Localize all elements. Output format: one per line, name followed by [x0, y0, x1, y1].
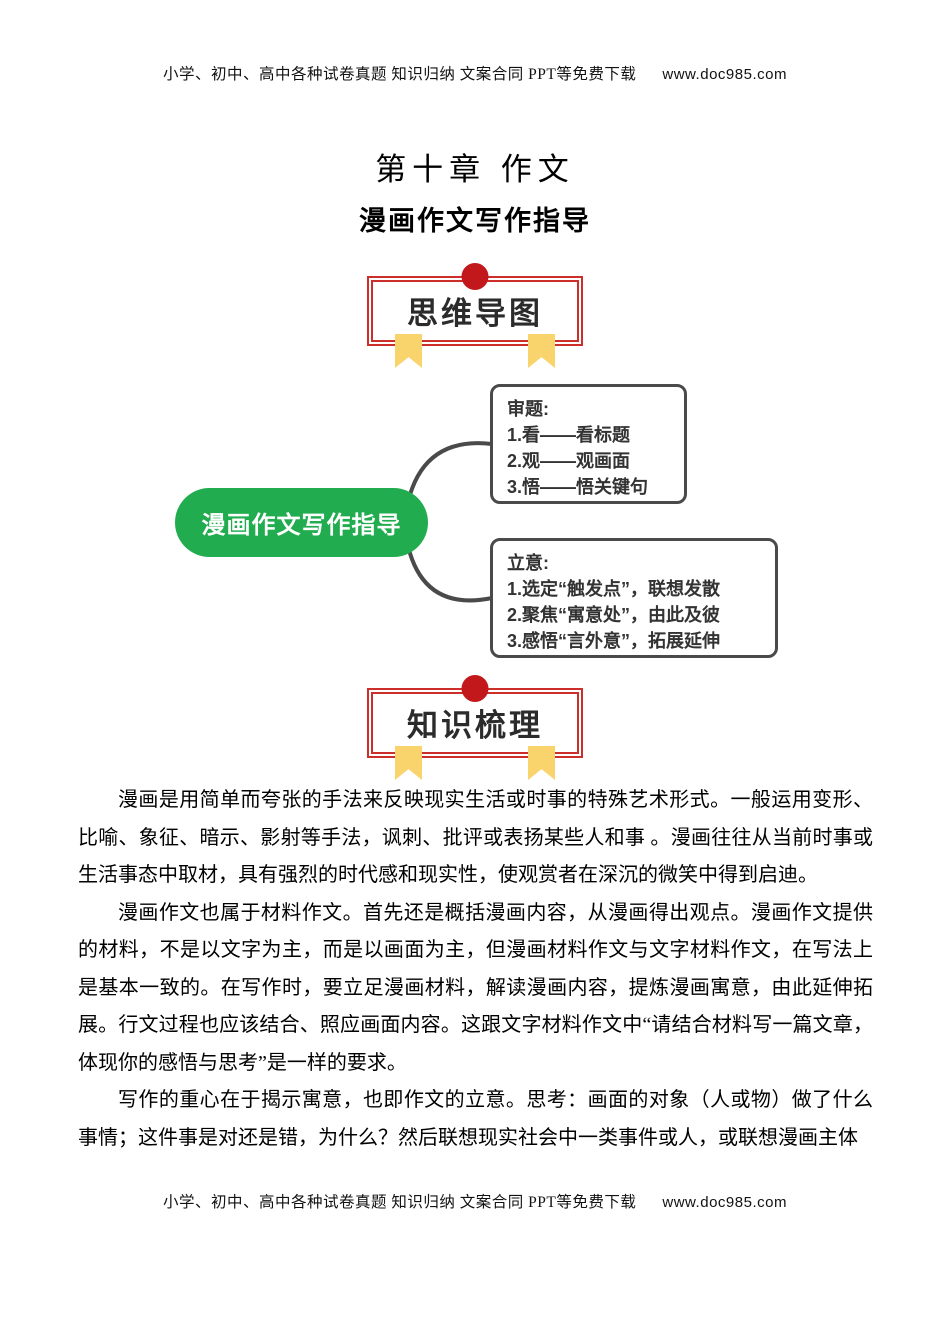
mindmap-root-node: 漫画作文写作指导 [175, 488, 428, 557]
page-footer: 小学、初中、高中各种试卷真题 知识归纳 文案合同 PPT等免费下载 www.doc… [0, 1190, 950, 1212]
chapter-title: 第十章 作文 [375, 152, 575, 187]
page-header: 小学、初中、高中各种试卷真题 知识归纳 文案合同 PPT等免费下载 www.doc… [0, 62, 950, 84]
branch-item: 3.悟——悟关键句 [507, 477, 649, 497]
knowledge-badge: 知识梳理 [367, 675, 583, 780]
header-text: 小学、初中、高中各种试卷真题 知识归纳 文案合同 PPT等免费下载 [163, 66, 637, 83]
paragraph: 写作的重心在于揭示寓意，也即作文的立意。思考：画面的对象（人或物）做了什么事情；… [78, 1089, 873, 1149]
badge-label: 思维导图 [407, 295, 543, 331]
header-site-url: www.doc985.com [662, 66, 787, 83]
mindmap-branch-intent: 立意: 1.选定“触发点”，联想发散 2.聚焦“寓意处”，由此及彼 3.感悟“言… [490, 538, 778, 658]
ribbon-bookmark-icon [528, 746, 555, 780]
footer-site-url: www.doc985.com [662, 1194, 787, 1211]
branch-item: 1.选定“触发点”，联想发散 [507, 579, 721, 599]
branch-item: 2.聚焦“寓意处”，由此及彼 [507, 605, 721, 625]
branch-title: 审题: [507, 399, 549, 419]
paragraph: 漫画是用简单而夸张的手法来反映现实生活或时事的特殊艺术形式。一般运用变形、比喻、… [78, 789, 873, 886]
body-text: 漫画是用简单而夸张的手法来反映现实生活或时事的特殊艺术形式。一般运用变形、比喻、… [78, 782, 873, 1157]
mindmap-badge: 思维导图 [367, 263, 583, 368]
red-dot-icon [461, 675, 489, 702]
branch-item: 1.看——看标题 [507, 425, 631, 445]
red-dot-icon [461, 263, 489, 290]
page-subtitle: 漫画作文写作指导 [359, 206, 591, 236]
badge-label: 知识梳理 [407, 707, 543, 743]
branch-title: 立意: [507, 553, 549, 573]
mindmap-branch-audit: 审题: 1.看——看标题 2.观——观画面 3.悟——悟关键句 [490, 384, 687, 504]
footer-text: 小学、初中、高中各种试卷真题 知识归纳 文案合同 PPT等免费下载 [163, 1194, 637, 1211]
paragraph: 漫画作文也属于材料作文。首先还是概括漫画内容，从漫画得出观点。漫画作文提供的材料… [78, 901, 873, 1074]
mindmap-connector-lines [406, 441, 494, 603]
branch-item: 3.感悟“言外意”，拓展延伸 [507, 631, 721, 651]
ribbon-bookmark-icon [395, 746, 422, 780]
ribbon-bookmark-icon [395, 334, 422, 368]
mindmap-diagram: 漫画作文写作指导 审题: 1.看——看标题 2.观——观画面 3.悟——悟关键句… [0, 370, 950, 682]
ribbon-bookmark-icon [528, 334, 555, 368]
branch-item: 2.观——观画面 [507, 451, 631, 471]
